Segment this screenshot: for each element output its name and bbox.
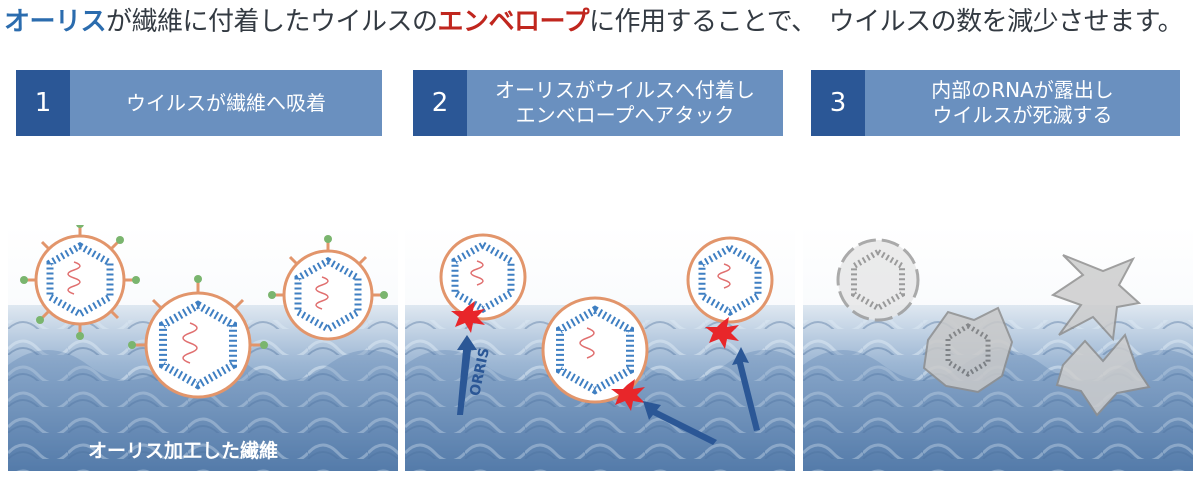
panel-2-illustration: ORRIS [405,225,795,471]
fabric-caption: オーリス加工した繊維 [88,439,278,462]
inactivated-virus-icon [1055,333,1151,417]
headline-brand: オーリス [4,7,107,37]
step-2-label-line-1: オーリスがウイルスへ付着し [495,78,755,102]
virus-icon [541,296,649,404]
virus-icon [686,236,774,324]
orris-molecule-icon [732,347,760,431]
panel-1-illustration: オーリス加工した繊維 [8,225,398,471]
inactivated-virus-icon [836,238,920,322]
step-3-header: 3 内部のRNAが露出し ウイルスが死滅する [811,70,1180,136]
headline-text-3: ウイルスの数を減少させます。 [828,7,1184,37]
step-1-header: 1 ウイルスが繊維へ吸着 [16,70,382,136]
virus-icon [439,233,527,321]
step-3-label: 内部のRNAが露出し ウイルスが死滅する [865,78,1180,128]
step-1-label: ウイルスが繊維へ吸着 [70,91,382,116]
step-1-label-line-1: ウイルスが繊維へ吸着 [126,90,326,115]
headline-text-2: に作用することで、 [588,7,817,37]
step-2-header: 2 オーリスがウイルスへ付着し エンベロープへアタック [413,70,783,136]
headline-envelope: エンベロープ [437,7,590,37]
headline-text-1: が繊維に付着したウイルスの [106,7,438,37]
fabric-surface [803,305,1193,471]
inactivated-virus-icon [1050,254,1142,342]
headline: オーリスが繊維に付着したウイルスのエンベロープに作用することで、ウイルスの数を減… [4,2,1196,46]
virus-icon [268,235,388,341]
step-3-label-line-1: 内部のRNAが露出し [931,78,1114,102]
panel-3-illustration [803,225,1193,471]
step-3-label-line-2: ウイルスが死滅する [932,103,1113,127]
step-2-label-line-2: エンベロープへアタック [515,103,735,127]
step-3-number: 3 [811,70,865,136]
impact-burst-icon [611,379,645,411]
step-1-number: 1 [16,70,70,136]
step-2-number: 2 [413,70,467,136]
virus-icon [128,275,268,399]
orris-molecule-icon [643,401,717,445]
impact-burst-icon [705,317,739,349]
step-2-label: オーリスがウイルスへ付着し エンベロープへアタック [467,78,783,128]
impact-burst-icon [451,301,485,333]
virus-icon [20,225,140,340]
inactivated-virus-icon [922,306,1014,394]
